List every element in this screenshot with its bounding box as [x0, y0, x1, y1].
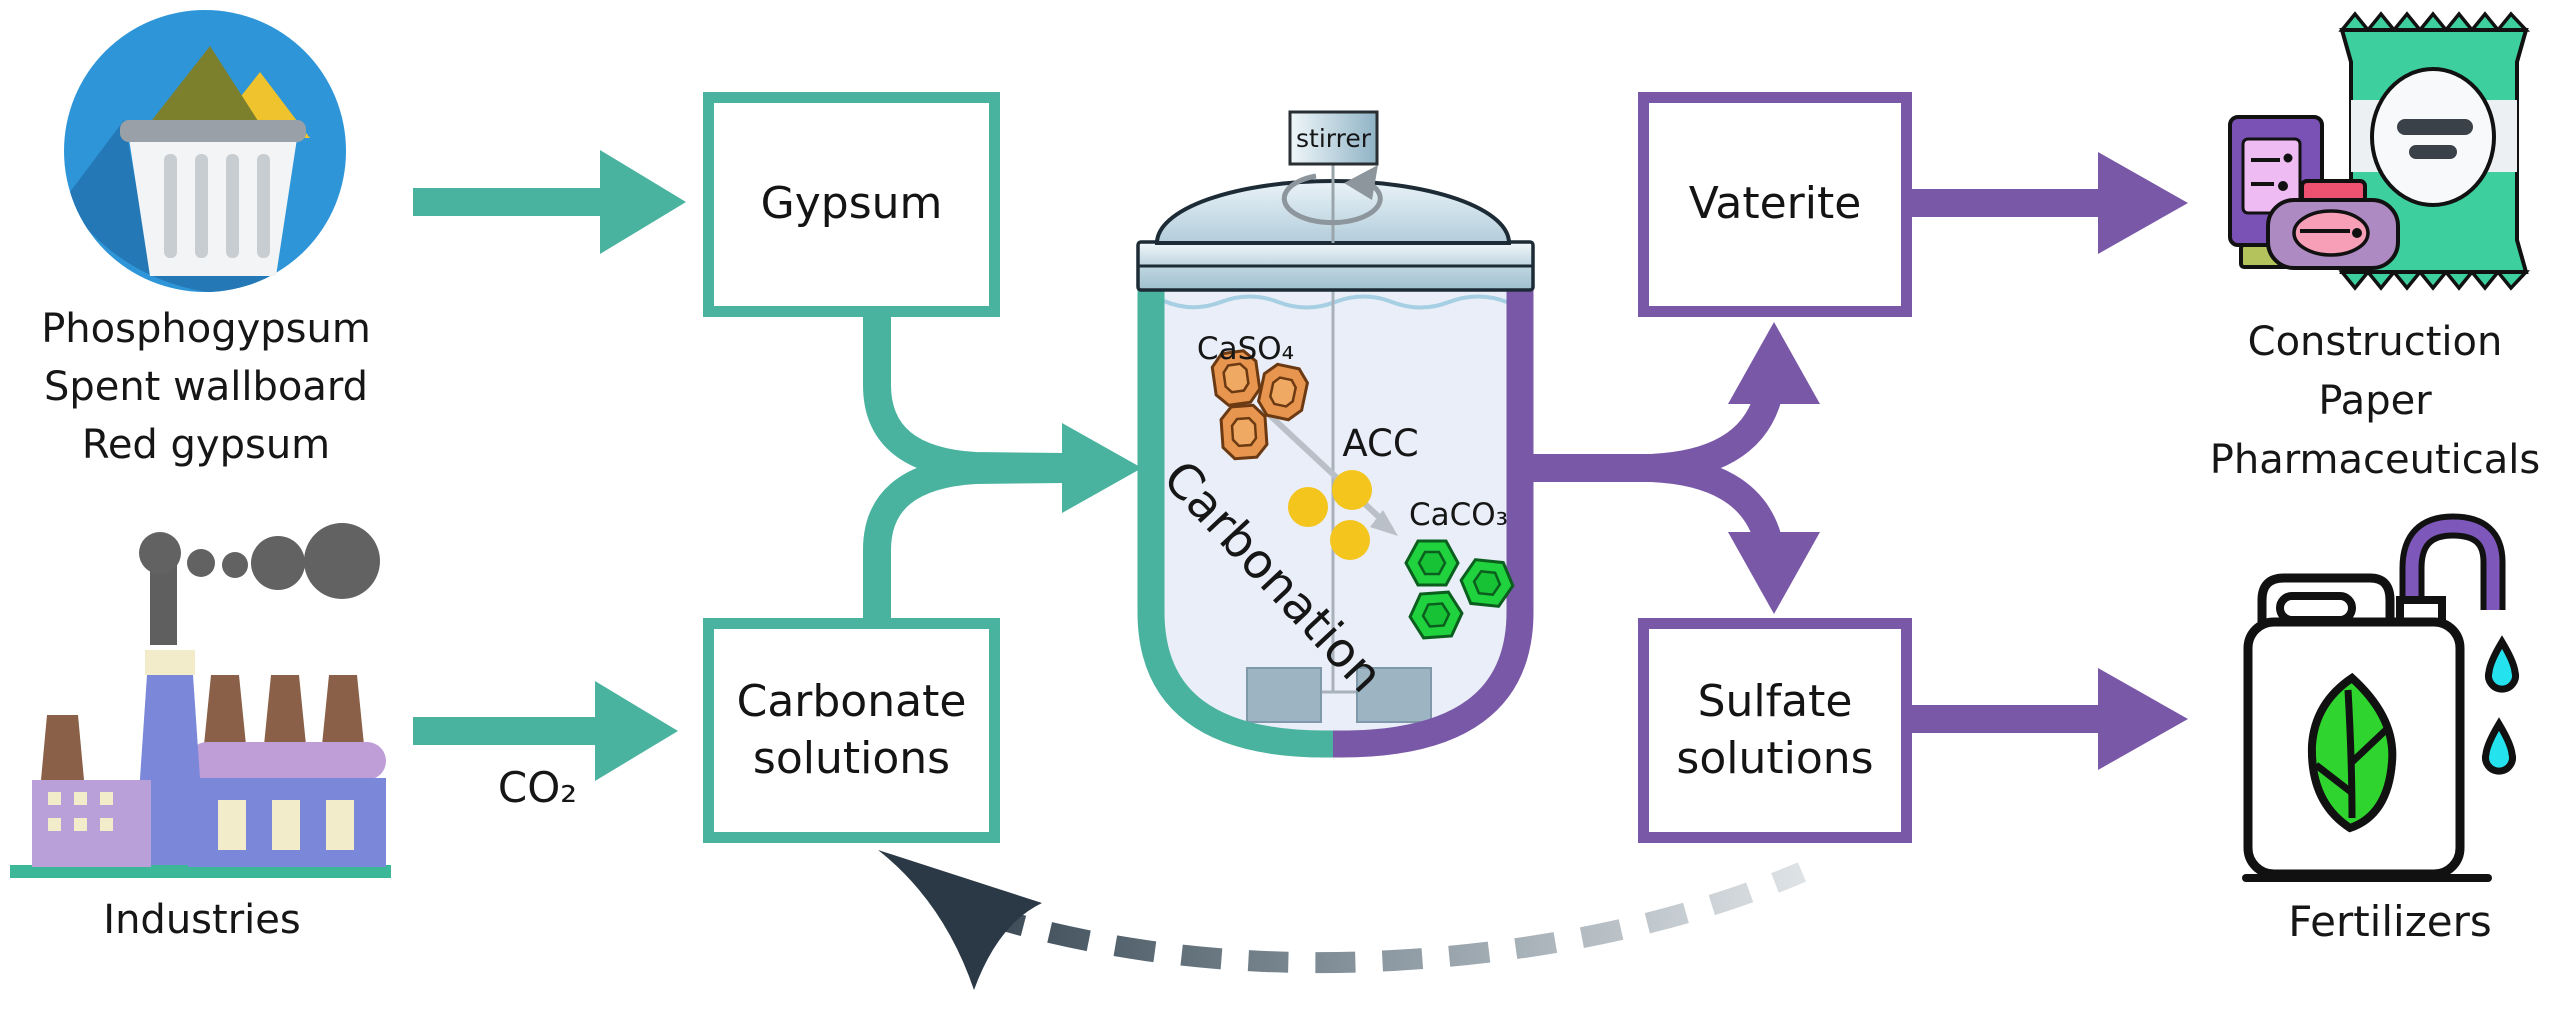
gypsum-box-label: Gypsum — [760, 178, 943, 230]
caso4-crystals-icon — [1210, 349, 1310, 461]
carbonate-box-label: Carbonate solutions — [736, 676, 967, 784]
merge-arrow-into-reactor — [863, 312, 1142, 623]
paper-bag-icon — [2338, 11, 2531, 291]
products-icon — [2228, 11, 2531, 291]
carbonate-solutions-box: Carbonate solutions — [703, 618, 1000, 843]
fertilizer-can-icon — [2242, 513, 2519, 882]
co2-label: CO₂ — [497, 763, 578, 812]
waste-sources-label: Phosphogypsum Spent wallboard Red gypsum — [41, 306, 371, 468]
fork-arrow-reactor-outputs — [1518, 322, 1820, 614]
arrow-waste-to-gypsum — [413, 150, 686, 254]
leaf-icon — [2307, 672, 2397, 833]
stirrer-motor — [1288, 110, 1379, 166]
industries-label: Industries — [103, 897, 301, 943]
arrow-vaterite-to-uses — [1912, 152, 2188, 254]
acc-particles-icon — [1288, 470, 1372, 560]
factory-icon — [10, 523, 391, 878]
caso4-label: CaSO₄ — [1196, 331, 1295, 367]
vaterite-box-label: Vaterite — [1688, 178, 1862, 230]
gypsum-box: Gypsum — [703, 92, 1000, 317]
impeller-paddle-left — [1246, 667, 1322, 723]
cream-jar-icon — [2266, 179, 2400, 270]
impeller-paddle-right — [1356, 667, 1432, 723]
sulfate-box-label: Sulfate solutions — [1676, 676, 1874, 784]
arrow-sulfate-to-fertilizers — [1912, 668, 2188, 770]
reactor-vessel — [1136, 110, 1535, 758]
vessel-wall-left — [1137, 288, 1333, 758]
sulfate-solutions-box: Sulfate solutions — [1638, 618, 1912, 843]
stirrer-label: stirrer — [1296, 123, 1371, 153]
acc-label: ACC — [1342, 422, 1419, 465]
arrow-co2-to-carbonate — [413, 681, 678, 781]
vaterite-uses-label: Construction Paper Pharmaceuticals — [2209, 319, 2541, 483]
caco3-crystals-icon — [1404, 539, 1515, 640]
water-drop-icon — [2482, 635, 2519, 775]
recycle-dashed-arrow — [878, 850, 1807, 990]
vaterite-box: Vaterite — [1638, 92, 1912, 317]
rotation-arrow-icon — [1281, 173, 1383, 226]
waste-bin-icon — [64, 10, 346, 292]
caco3-label: CaCO₃ — [1408, 497, 1509, 533]
vessel-wall-right — [1333, 288, 1534, 758]
waterline — [1163, 294, 1508, 310]
fertilizers-label: Fertilizers — [2288, 897, 2492, 946]
